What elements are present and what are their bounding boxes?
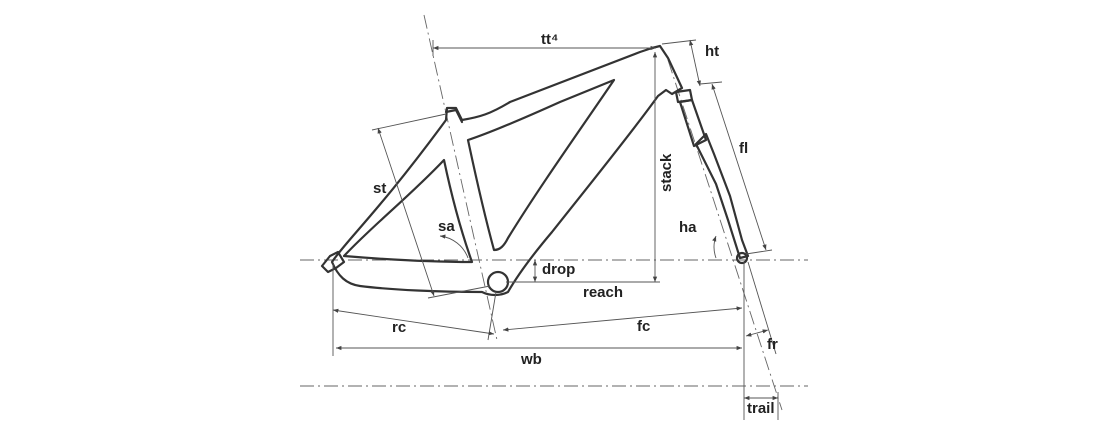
rc-dimension-line — [332, 308, 495, 336]
label-fr: fr — [767, 336, 778, 353]
ha-angle-arc — [712, 235, 717, 259]
label-fc: fc — [637, 318, 650, 335]
label-reach: reach — [583, 284, 623, 301]
rear-triangle-window — [342, 158, 474, 264]
fl-extension — [699, 81, 723, 85]
fl-extension-bottom — [745, 249, 773, 255]
dimension-labels: tt⁴ ht st stack fl sa ha drop reach rc f… — [373, 31, 778, 417]
reference-lines — [300, 14, 808, 411]
bb-extension — [487, 291, 497, 341]
steering-axis-line — [667, 59, 783, 411]
fc-dimension-line — [502, 306, 743, 332]
main-triangle-window — [466, 78, 616, 252]
fork-stanchion — [678, 98, 708, 148]
st-dimension-line — [377, 127, 435, 297]
label-fl: fl — [739, 140, 748, 157]
label-st: st — [373, 180, 386, 197]
label-trail: trail — [747, 400, 775, 417]
bike-frame — [320, 44, 750, 297]
label-stack: stack — [658, 153, 675, 192]
label-ha: ha — [679, 219, 697, 236]
label-tt: tt⁴ — [541, 31, 558, 48]
seat-axis-line — [423, 14, 498, 341]
sa-angle-arc — [439, 234, 469, 259]
bottom-bracket — [486, 270, 510, 294]
label-rc: rc — [392, 319, 406, 336]
label-ht: ht — [705, 43, 719, 60]
rear-dropout — [320, 250, 346, 274]
label-sa: sa — [438, 218, 455, 235]
fl-dimension-line — [711, 83, 767, 251]
fr-extension — [747, 261, 777, 355]
seatpost-clamp — [444, 108, 464, 124]
st-extension-bottom — [427, 285, 491, 299]
frame-outline — [330, 44, 684, 297]
dimension-lines — [332, 39, 779, 420]
label-wb: wb — [520, 351, 542, 368]
fr-dimension-line — [745, 329, 769, 337]
st-extension-top — [371, 113, 447, 131]
ht-dimension-line — [689, 39, 701, 87]
label-drop: drop — [542, 261, 575, 278]
front-axle — [735, 251, 749, 265]
